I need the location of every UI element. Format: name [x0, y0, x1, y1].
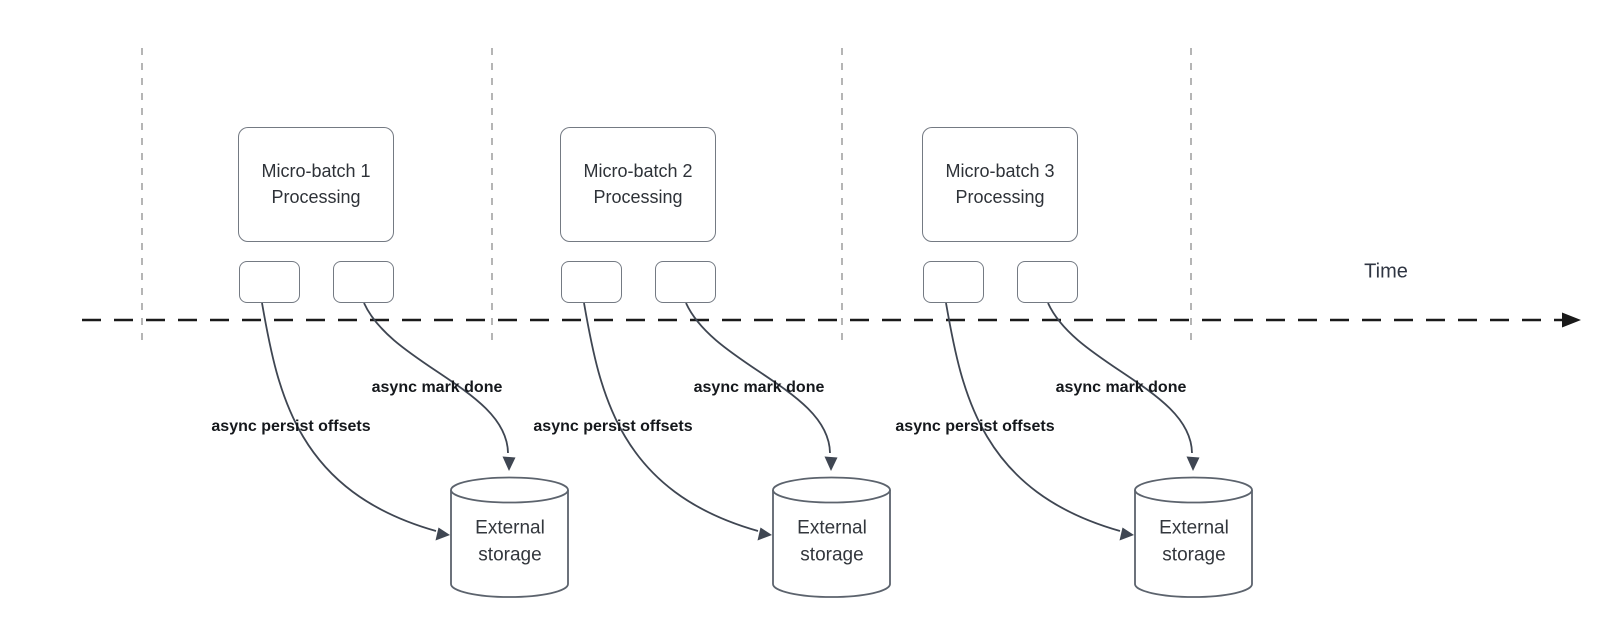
section-2-connectors	[583, 302, 891, 598]
micro-batch-2-title-line1: Micro-batch 2	[583, 161, 693, 182]
external-storage-label-3-line1: External	[1159, 517, 1229, 539]
micro-batch-2-processing-box: Micro-batch 2 Processing	[560, 127, 716, 242]
mark-done-arrowhead-1	[502, 456, 516, 471]
external-storage-label-2-line1: External	[797, 517, 867, 539]
persist-offsets-arrowhead-3	[1119, 527, 1134, 541]
persist-offsets-arrow-2	[583, 302, 759, 532]
persist-offsets-arrow-1	[261, 302, 437, 532]
persist-offsets-label-3: async persist offsets	[895, 418, 1055, 435]
time-axis-arrowhead	[1562, 312, 1581, 328]
external-storage-label-2: External storage	[797, 515, 867, 568]
mark-done-arrowhead-2	[824, 456, 838, 471]
micro-batch-3-processing-box: Micro-batch 3 Processing	[922, 127, 1078, 242]
persist-offsets-arrowhead-1	[435, 527, 450, 541]
micro-batch-1-title-line2: Processing	[271, 186, 361, 207]
section-1-connectors	[261, 302, 569, 598]
storage-cylinder-top-3	[1134, 476, 1253, 504]
storage-cylinder-top-1	[450, 476, 569, 504]
micro-batch-1-task-left-box	[239, 261, 300, 303]
micro-batch-3-title-line2: Processing	[955, 186, 1045, 207]
micro-batch-1-processing-box: Micro-batch 1 Processing	[238, 127, 394, 242]
storage-cylinder-body-3	[1134, 490, 1253, 598]
micro-batch-3-task-left-box	[923, 261, 984, 303]
mark-done-label-3: async mark done	[1055, 379, 1187, 396]
mark-done-label-1: async mark done	[371, 379, 503, 396]
persist-offsets-arrowhead-2	[757, 527, 772, 541]
persist-offsets-label-1: async persist offsets	[211, 418, 371, 435]
time-axis-label: Time	[1364, 260, 1408, 283]
mark-done-label-2: async mark done	[693, 379, 825, 396]
external-storage-label-1-line1: External	[475, 517, 545, 539]
external-storage-label-1-line2: storage	[478, 544, 542, 565]
external-storage-label-2-line2: storage	[800, 544, 864, 565]
micro-batch-2-title-line2: Processing	[593, 186, 683, 207]
micro-batch-3-title-line1: Micro-batch 3	[945, 161, 1055, 182]
storage-cylinder-body-2	[772, 490, 891, 598]
section-3-connectors	[945, 302, 1253, 598]
mark-done-arrow-1	[363, 302, 509, 454]
micro-batch-2-task-left-box	[561, 261, 622, 303]
persist-offsets-label-2: async persist offsets	[533, 418, 693, 435]
micro-batch-1-task-right-box	[333, 261, 394, 303]
mark-done-arrow-2	[685, 302, 831, 454]
storage-cylinder-body-1	[450, 490, 569, 598]
mark-done-arrow-3	[1047, 302, 1193, 454]
micro-batch-1-title-line1: Micro-batch 1	[261, 161, 371, 182]
mark-done-arrowhead-3	[1186, 456, 1200, 471]
persist-offsets-arrow-3	[945, 302, 1121, 532]
storage-cylinder-top-2	[772, 476, 891, 504]
micro-batch-2-task-right-box	[655, 261, 716, 303]
external-storage-label-3: External storage	[1159, 515, 1229, 568]
micro-batch-3-task-right-box	[1017, 261, 1078, 303]
external-storage-label-1: External storage	[475, 515, 545, 568]
external-storage-label-3-line2: storage	[1162, 544, 1226, 565]
